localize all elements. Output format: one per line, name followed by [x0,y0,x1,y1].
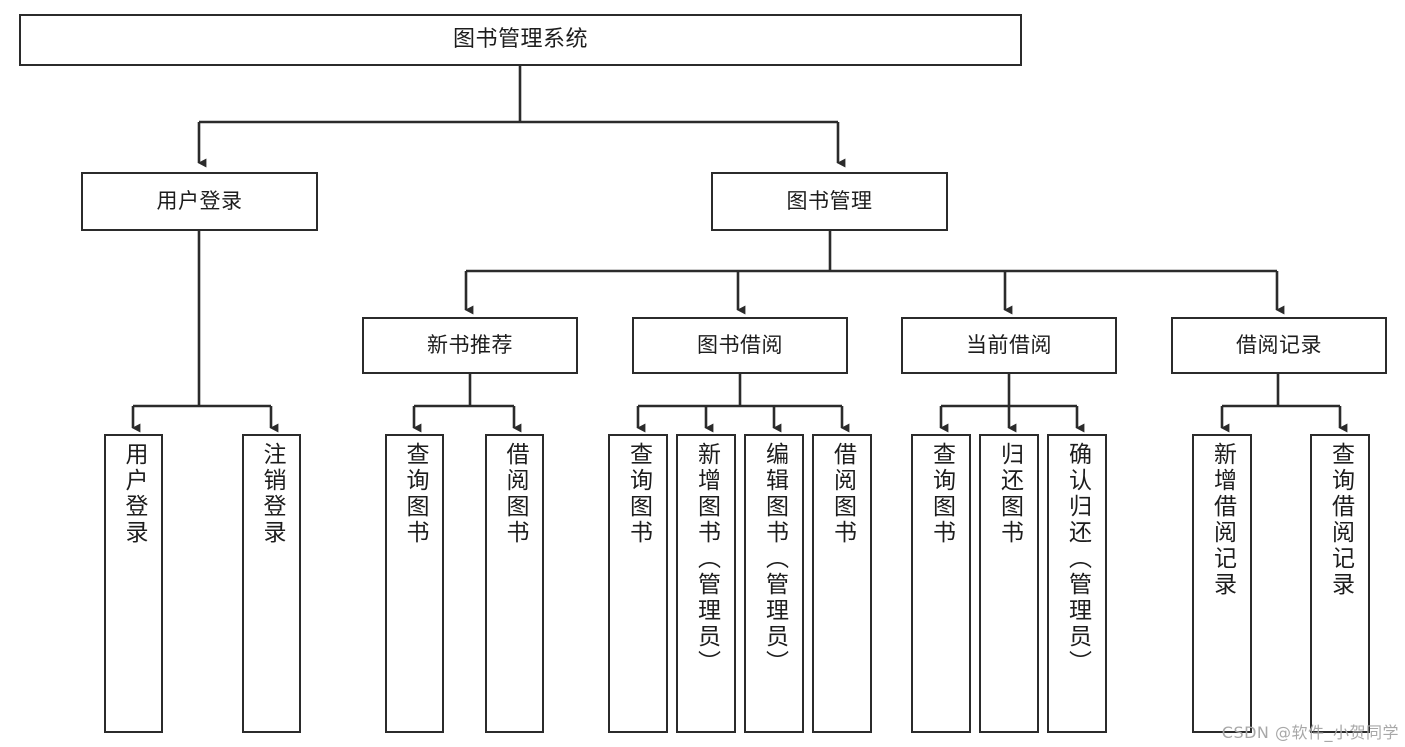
node-label: 查询图书 [402,442,428,546]
node-label: 图书借阅 [697,333,783,358]
node-current-borrow[interactable]: 当前借阅 [901,317,1117,374]
node-label: 图书管理系统 [452,27,588,53]
node-label: 借阅图书 [829,442,856,546]
node-label: 查询图书 [928,442,955,546]
node-leaf-return-book[interactable]: 归还图书 [979,434,1039,733]
node-leaf-borrow-book-2[interactable]: 借阅图书 [812,434,872,733]
node-label: 借阅图书 [502,442,528,546]
node-book-borrow[interactable]: 图书借阅 [632,317,848,374]
node-leaf-query-book-3[interactable]: 查询图书 [911,434,971,733]
node-label: 确认归还（管理员） [1064,442,1091,676]
node-leaf-add-record[interactable]: 新增借阅记录 [1192,434,1252,733]
node-borrow-record[interactable]: 借阅记录 [1171,317,1387,374]
node-root-system[interactable]: 图书管理系统 [19,14,1022,66]
node-label: 查询借阅记录 [1327,442,1354,598]
node-leaf-edit-book[interactable]: 编辑图书（管理员） [744,434,804,733]
node-book-manage[interactable]: 图书管理 [711,172,948,231]
node-label: 当前借阅 [966,333,1052,358]
node-label: 注销登录 [259,442,285,546]
node-label: 用户登录 [156,189,243,214]
node-label: 查询图书 [625,442,652,546]
node-label: 新书推荐 [427,333,513,358]
node-label: 图书管理 [786,189,873,214]
node-label: 用户登录 [121,442,147,546]
node-user-login[interactable]: 用户登录 [81,172,318,231]
node-leaf-logout[interactable]: 注销登录 [242,434,301,733]
node-leaf-query-book-1[interactable]: 查询图书 [385,434,444,733]
node-label: 编辑图书（管理员） [761,442,788,676]
node-leaf-confirm-return[interactable]: 确认归还（管理员） [1047,434,1107,733]
node-leaf-add-book[interactable]: 新增图书（管理员） [676,434,736,733]
node-leaf-borrow-book-1[interactable]: 借阅图书 [485,434,544,733]
node-leaf-user-login[interactable]: 用户登录 [104,434,163,733]
node-leaf-query-record[interactable]: 查询借阅记录 [1310,434,1370,733]
node-leaf-query-book-2[interactable]: 查询图书 [608,434,668,733]
node-new-book-recommend[interactable]: 新书推荐 [362,317,578,374]
node-label: 归还图书 [996,442,1023,546]
node-label: 新增借阅记录 [1209,442,1236,598]
node-label: 借阅记录 [1236,333,1322,358]
node-label: 新增图书（管理员） [693,442,720,676]
csdn-watermark: CSDN @软件_小贺同学 [1221,723,1399,742]
